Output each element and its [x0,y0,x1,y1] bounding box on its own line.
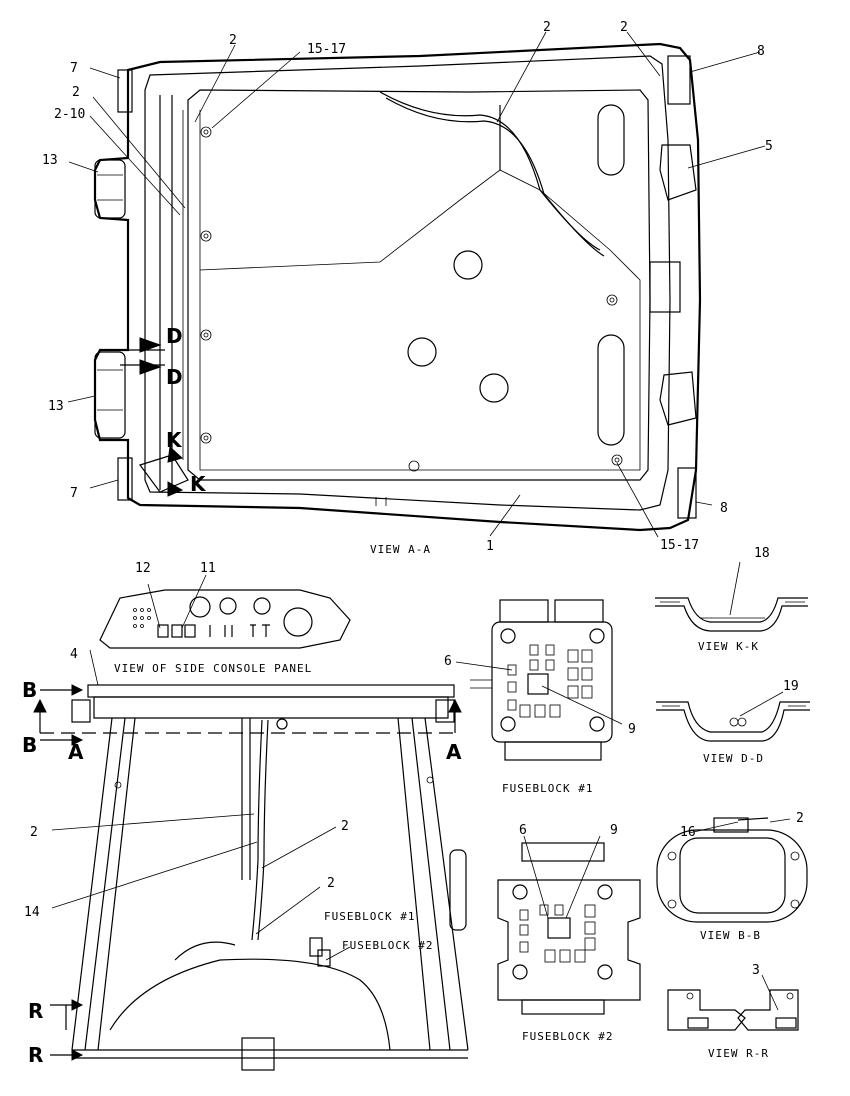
section-marker-k: K [190,472,207,496]
side-console-panel-drawing [99,589,351,649]
callout-11: 11 [200,561,216,576]
fuseblock-2-caption: FUSEBLOCK #2 [522,1030,613,1043]
section-marker-a: A [446,740,462,764]
callout-18: 18 [754,546,770,561]
callout-2-10: 2-10 [54,107,85,122]
callout-7: 7 [70,486,78,501]
callout-4: 4 [70,647,78,662]
view-dd-drawing [656,701,810,742]
view-kk-caption: VIEW K-K [698,640,759,653]
callout-16: 16 [680,825,696,840]
callout-2: 2 [72,85,80,100]
fuseblock-2-drawing [497,842,641,1015]
view-aa-drawing [93,42,702,532]
callout-15-17: 15-17 [660,538,699,553]
section-markers: D D K K B B A A R R [22,324,462,1067]
section-marker-b: B [22,678,37,702]
callout-13: 13 [48,399,64,414]
view-rr-caption: VIEW R-R [708,1047,769,1060]
section-marker-a: A [68,740,84,764]
section-marker-d: D [166,324,183,348]
callout-2: 2 [796,811,804,826]
view-kk-drawing [655,597,808,632]
callout-2: 2 [543,20,551,35]
callout-6: 6 [444,654,452,669]
section-marker-b: B [22,733,37,757]
view-captions: VIEW A-A VIEW OF SIDE CONSOLE PANEL FUSE… [114,543,769,1060]
callout-2: 2 [30,825,38,840]
callout-12: 12 [135,561,151,576]
callout-5: 5 [765,139,773,154]
callout-labels: 2 15-17 2 2 7 2 2-10 13 8 5 13 7 8 1 15-… [24,20,804,978]
callout-2: 2 [620,20,628,35]
view-bb-caption: VIEW B-B [700,929,761,942]
callout-15-17: 15-17 [307,42,346,57]
section-marker-r: R [28,999,43,1023]
callout-2: 2 [229,33,237,48]
callout-1: 1 [486,539,494,554]
fuseblock-2-inline-label: FUSEBLOCK #2 [342,939,433,952]
callout-3: 3 [752,963,760,978]
fuseblock-1-inline-label: FUSEBLOCK #1 [324,910,415,923]
section-marker-k: K [166,428,183,452]
callout-19: 19 [783,679,799,694]
fuseblock-1-caption: FUSEBLOCK #1 [502,782,593,795]
callout-8: 8 [757,44,765,59]
view-dd-caption: VIEW D-D [703,752,764,765]
cab-elevation-drawing [33,684,469,1071]
callout-13: 13 [42,153,58,168]
callout-2: 2 [327,876,335,891]
view-rr-drawing [667,989,799,1031]
section-marker-d: D [166,365,183,389]
callout-7: 7 [70,61,78,76]
callout-2: 2 [341,819,349,834]
inline-labels: FUSEBLOCK #1 FUSEBLOCK #2 [324,910,433,952]
callout-9: 9 [610,823,618,838]
callout-6: 6 [519,823,527,838]
view-bb-drawing [656,817,808,923]
view-aa-caption: VIEW A-A [370,543,431,556]
leader-lines [51,31,791,1011]
fuseblock-1-drawing [470,599,613,761]
callout-8: 8 [720,501,728,516]
side-console-caption: VIEW OF SIDE CONSOLE PANEL [114,662,312,675]
callout-9: 9 [628,722,636,737]
section-marker-r: R [28,1043,43,1067]
callout-14: 14 [24,905,40,920]
